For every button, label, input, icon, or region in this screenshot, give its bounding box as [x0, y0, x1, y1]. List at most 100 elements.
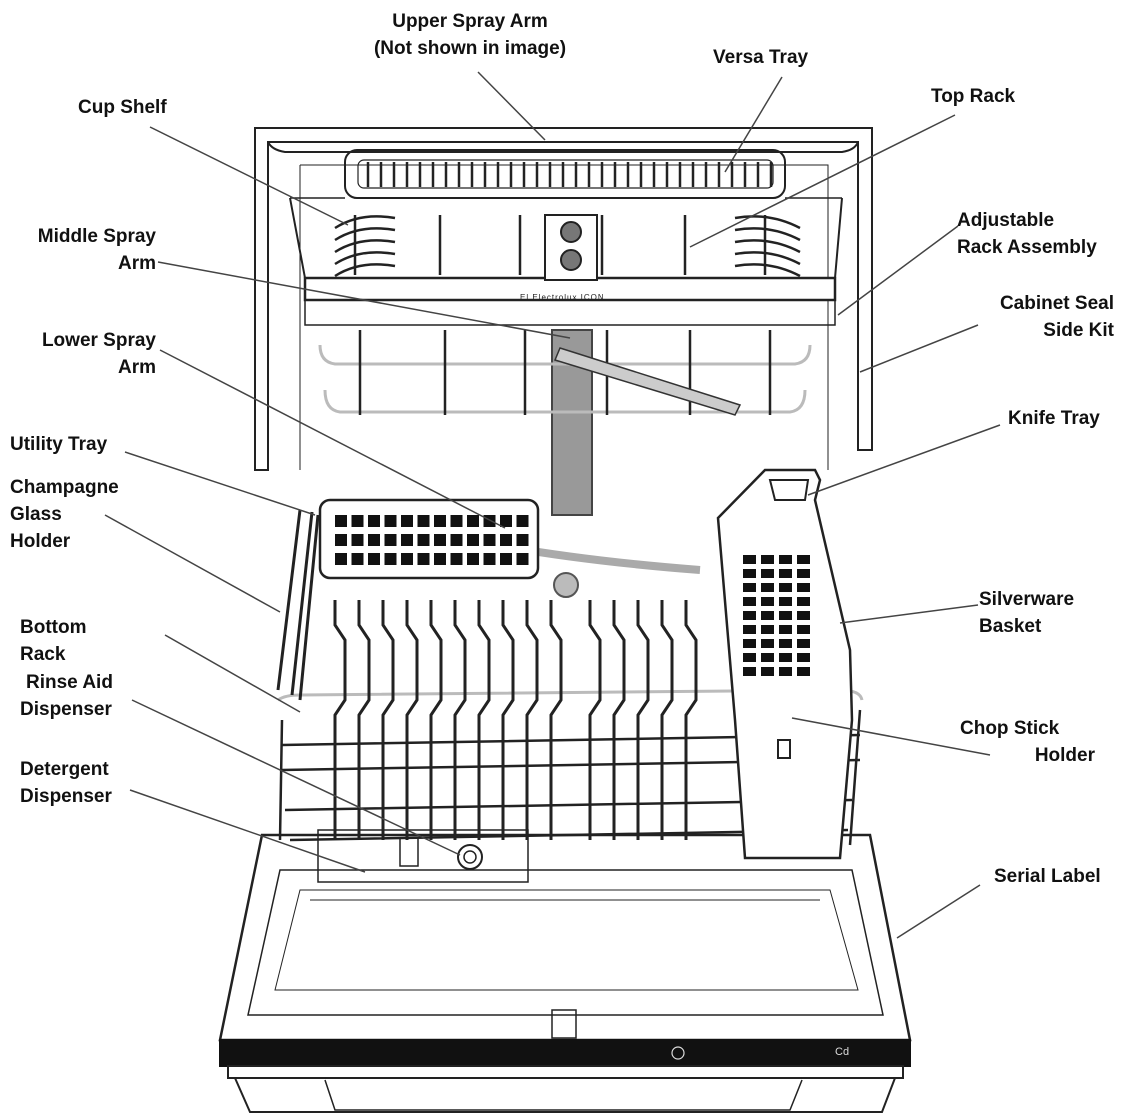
tray-cell	[384, 553, 397, 565]
control-panel-text: Cd	[835, 1046, 850, 1058]
basket-cell	[743, 611, 756, 620]
label-line: Holder	[1034, 745, 1095, 766]
basket-cell	[797, 653, 810, 662]
basket-cell	[797, 555, 810, 564]
cup-shelf-rib	[734, 215, 801, 230]
rack-tine	[684, 600, 698, 840]
rinse-aid-cap	[457, 844, 483, 870]
label-line: Champagne	[10, 477, 119, 498]
label-utility-tray: Utility Tray	[10, 431, 107, 458]
label-knife-tray: Knife Tray	[1008, 405, 1100, 432]
cup-shelf-rib	[734, 251, 801, 266]
tray-cell	[516, 553, 529, 565]
basket-cell	[743, 569, 756, 578]
cup-shelf-rib	[734, 227, 801, 242]
label-line: Holder	[10, 531, 71, 552]
versa-tray-shape	[344, 149, 786, 199]
tray-cell	[368, 534, 380, 546]
tray-cell	[450, 534, 463, 546]
basket-cell	[761, 597, 774, 606]
rack-tine	[405, 600, 419, 840]
rack-tine	[357, 600, 371, 840]
tray-cell	[483, 553, 496, 565]
tray-cell	[450, 515, 463, 527]
basket-cell	[743, 555, 756, 564]
tray-cell	[401, 515, 413, 527]
basket-cell	[761, 653, 774, 662]
basket-cell	[797, 583, 810, 592]
label-line: (Not shown in image)	[373, 38, 567, 59]
basket-cell	[779, 653, 792, 662]
tray-cell	[401, 553, 413, 565]
basket-cell	[779, 611, 792, 620]
middle-spray-arm	[553, 347, 742, 416]
silverware-basket-shape	[716, 468, 854, 860]
basket-cell	[779, 583, 792, 592]
basket-cell	[761, 625, 774, 634]
basket-cell	[797, 639, 810, 648]
basket-cell	[797, 611, 810, 620]
label-line: Versa Tray	[713, 47, 809, 68]
basket-cell	[779, 639, 792, 648]
tray-cell	[351, 553, 364, 565]
brand-text: El Electrolux ICON	[520, 293, 605, 302]
label-cup-shelf: Cup Shelf	[78, 94, 167, 121]
tray-cell	[500, 534, 512, 546]
basket-cell	[797, 597, 810, 606]
label-champagne-glass-holder: Champagne Glass Holder	[10, 474, 119, 555]
tray-cell	[401, 534, 413, 546]
rack-tine	[660, 600, 674, 840]
tray-cell	[417, 553, 430, 565]
rack-tine	[381, 600, 395, 840]
tray-cell	[467, 534, 479, 546]
label-line: Knife Tray	[1008, 408, 1100, 429]
basket-cell	[743, 583, 756, 592]
basket-cell	[761, 555, 774, 564]
basket-cell	[797, 625, 810, 634]
basket-cell	[779, 555, 792, 564]
bottom-rack-frame	[278, 709, 862, 846]
tray-cell	[351, 515, 364, 527]
tray-cell	[384, 515, 397, 527]
label-middle-spray-arm: Middle Spray Arm	[18, 223, 156, 277]
label-line: Serial Label	[994, 866, 1101, 887]
rack-tine	[549, 600, 563, 840]
label-line: Bottom	[20, 617, 87, 638]
cup-shelf-rib	[334, 251, 396, 266]
rack-tine	[636, 600, 650, 840]
rack-tine	[525, 600, 539, 840]
label-line: Middle Spray	[37, 226, 156, 247]
basket-cell	[779, 569, 792, 578]
label-line: Silverware	[979, 589, 1075, 610]
label-chop-stick-holder: Chop Stick Holder	[960, 715, 1095, 769]
label-line: Adjustable	[957, 210, 1055, 231]
cup-shelf-rib	[734, 239, 801, 254]
basket-cell	[761, 639, 774, 648]
label-adjustable-rack-assembly: Adjustable Rack Assembly	[957, 207, 1097, 261]
label-rinse-aid-dispenser: Rinse Aid Dispenser	[20, 669, 113, 723]
label-line: Side Kit	[1043, 320, 1114, 341]
tray-cell	[500, 553, 512, 565]
label-line: Utility Tray	[10, 434, 108, 455]
label-top-rack: Top Rack	[931, 83, 1015, 110]
tray-cell	[516, 534, 529, 546]
label-line: Arm	[117, 357, 156, 378]
champagne-holder-shape	[276, 509, 320, 701]
rack-tine	[501, 600, 515, 840]
tray-cell	[434, 515, 446, 527]
rack-tine	[333, 600, 347, 840]
label-line: Dispenser	[20, 699, 112, 720]
basket-cell	[743, 625, 756, 634]
label-line: Basket	[979, 616, 1042, 637]
label-line: Dispenser	[20, 786, 112, 807]
basket-cell	[761, 583, 774, 592]
basket-cell	[797, 569, 810, 578]
label-silverware-basket: Silverware Basket	[979, 586, 1074, 640]
tray-cell	[483, 515, 496, 527]
tray-cell	[417, 515, 430, 527]
cup-shelf-rib	[734, 263, 801, 278]
rack-tine	[612, 600, 626, 840]
tray-cell	[335, 553, 347, 565]
control-panel-strip	[219, 1039, 911, 1067]
label-line: Upper Spray Arm	[392, 11, 548, 32]
